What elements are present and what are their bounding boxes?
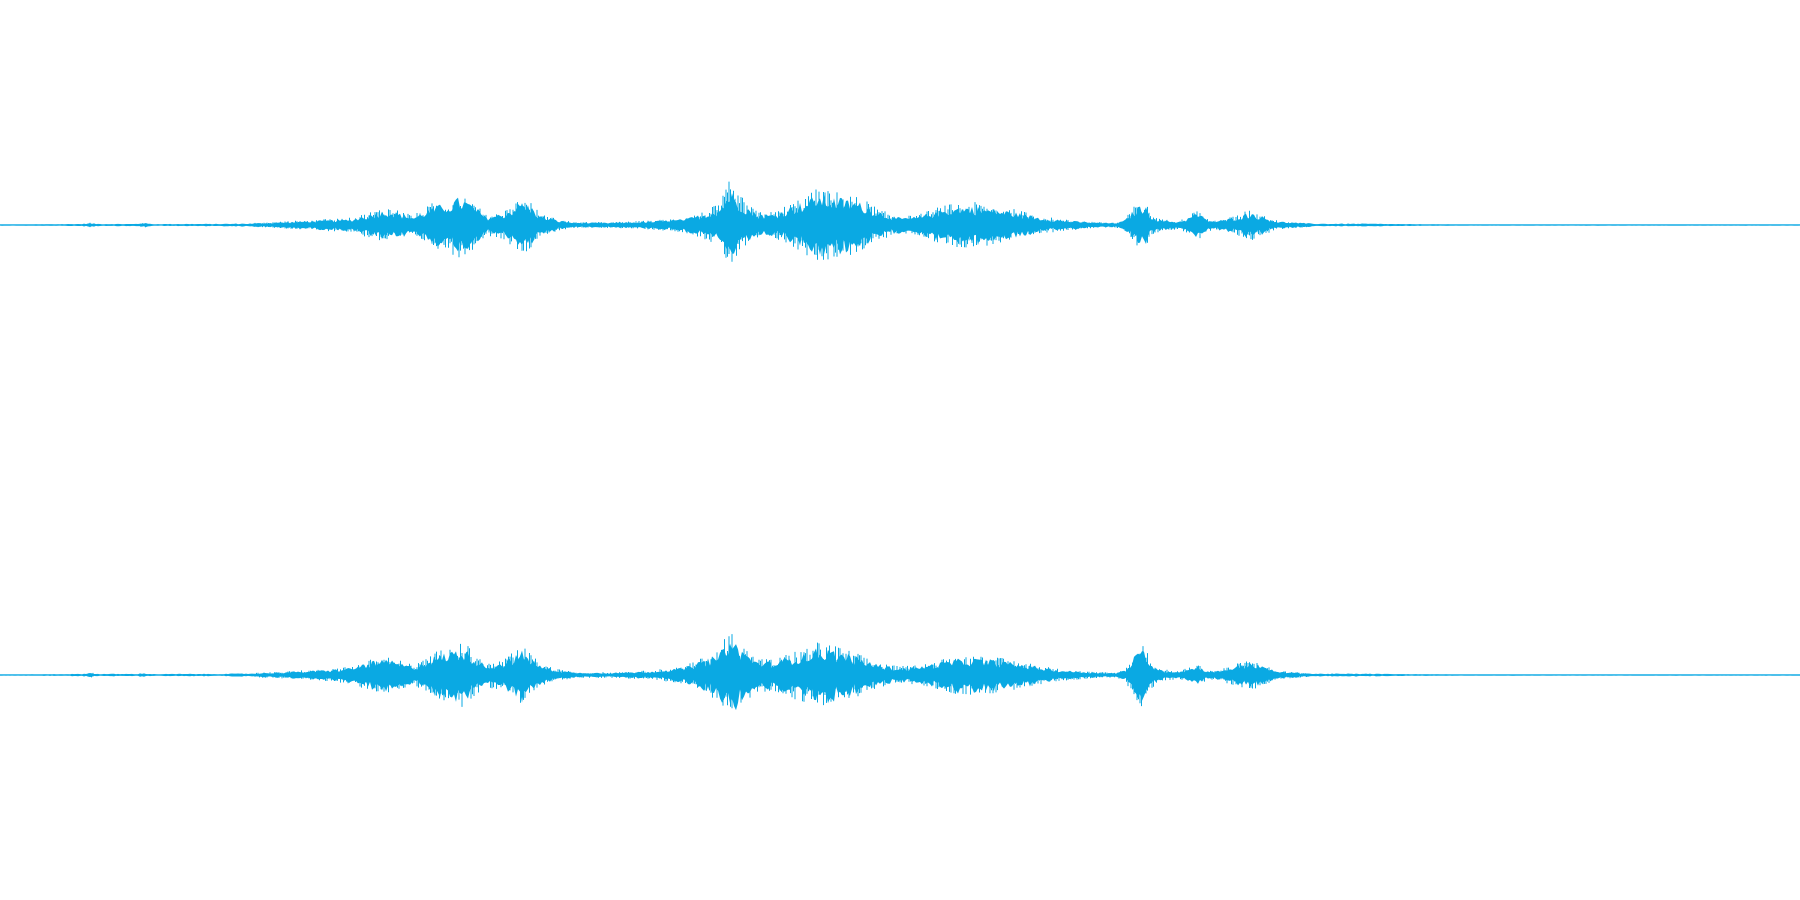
waveform-spikes <box>86 634 1307 709</box>
waveform-channel-2 <box>0 634 1800 711</box>
waveform-channel-1 <box>0 181 1800 262</box>
waveform-spikes <box>89 181 1307 262</box>
